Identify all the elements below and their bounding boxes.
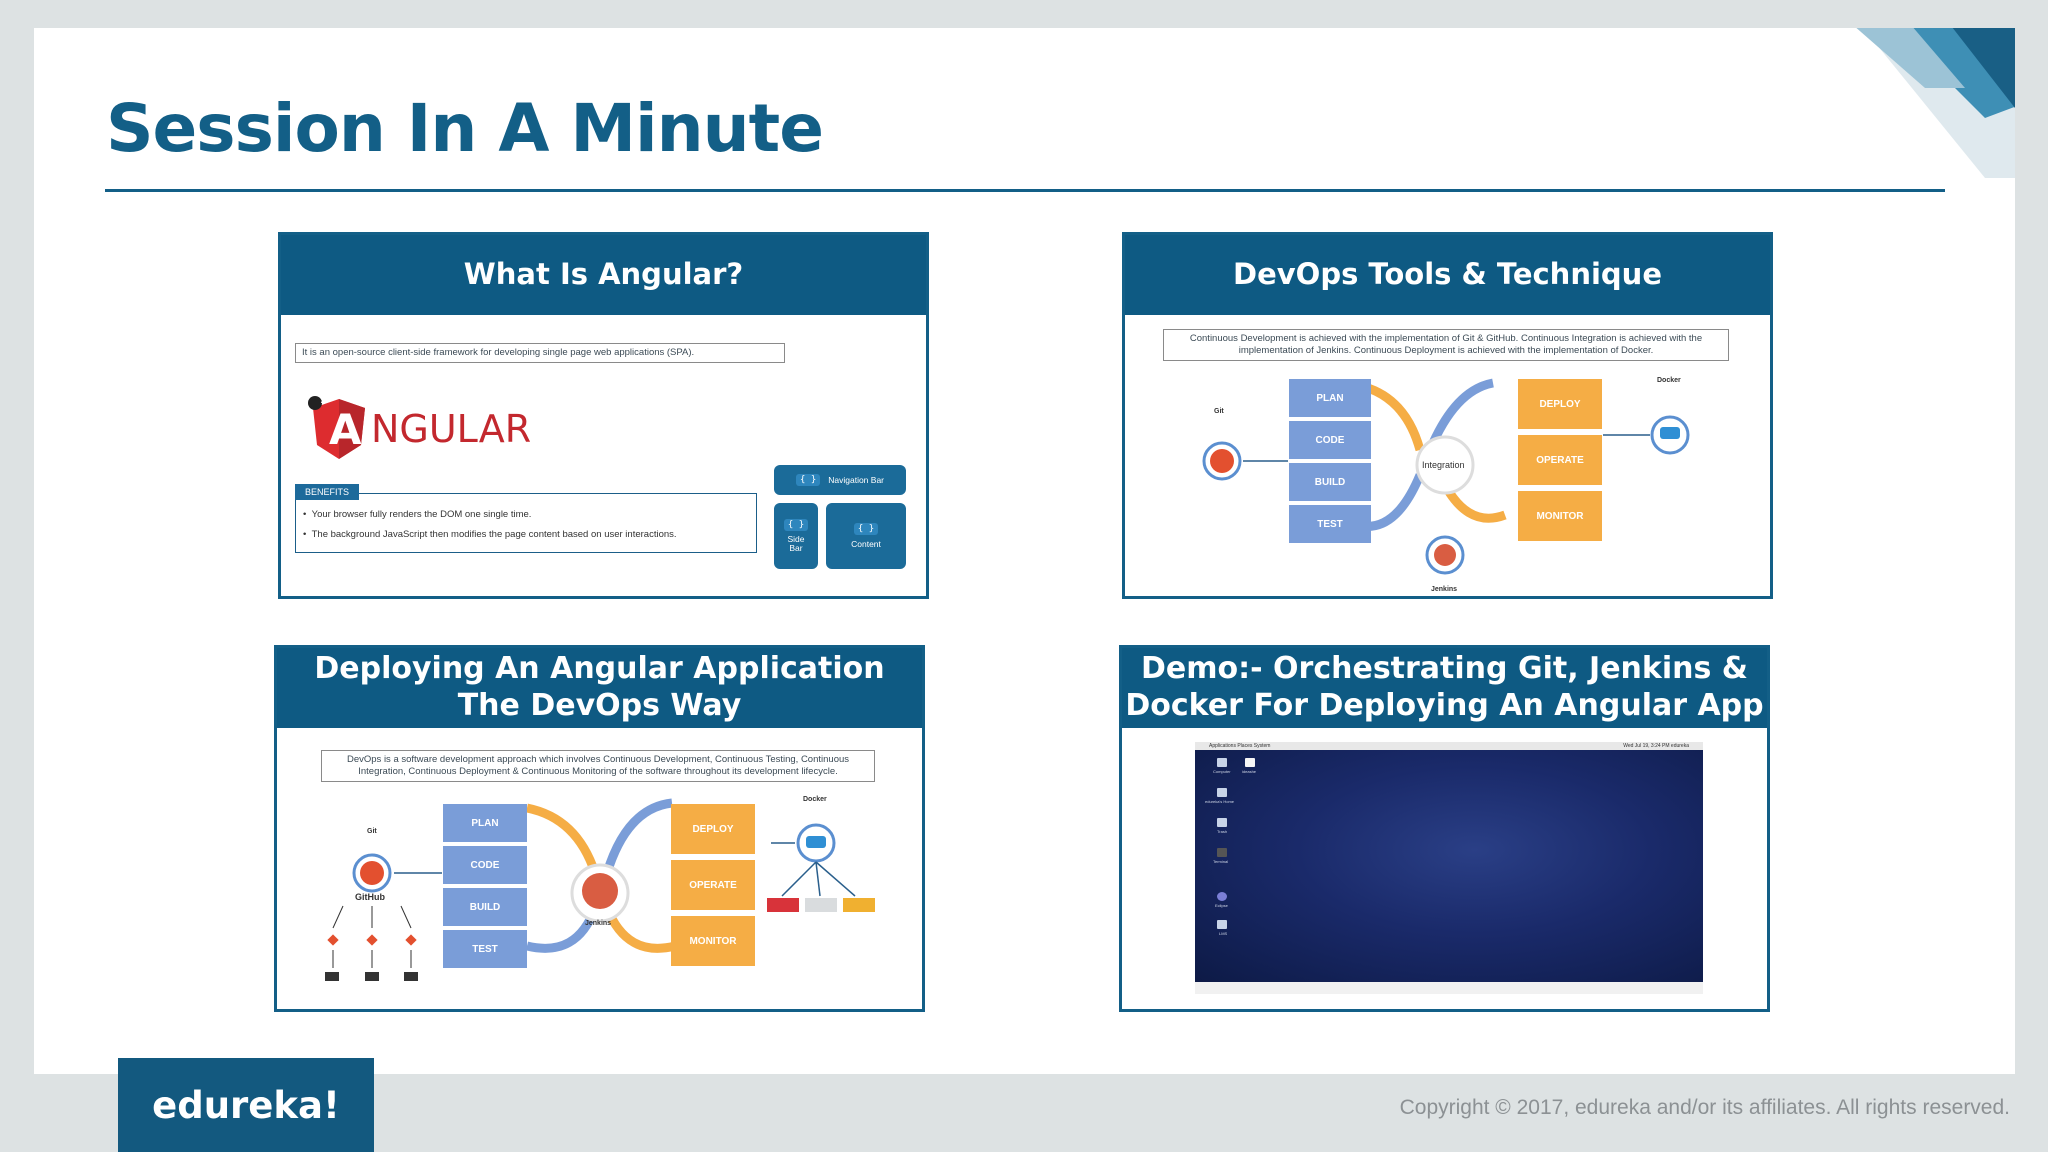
stage-deploy: DEPLOY [671,804,755,854]
benefit-item: • Your browser fully renders the DOM one… [303,509,532,520]
stage-plan: PLAN [443,804,527,842]
desktop-taskbar [1195,982,1703,994]
card-preview: Applications Places System Wed Jul 19, 3… [1122,728,1767,1009]
stage-monitor: MONITOR [671,916,755,966]
card-preview: DevOps is a software development approac… [277,728,922,1009]
stage-monitor: MONITOR [1518,491,1602,541]
file-icon [1245,758,1255,767]
angular-logo-text: NGULAR [371,407,532,451]
home-folder-icon [1217,788,1227,797]
stage-deploy: DEPLOY [1518,379,1602,429]
devops-desc: DevOps is a software development approac… [321,750,875,782]
angular-badge: 4 [321,399,325,406]
github-label: GitHub [355,892,385,902]
content-tile: { }Content [826,503,906,569]
stage-code: CODE [443,846,527,884]
git-label: Git [1214,408,1224,415]
copyright-notice: Copyright © 2017, edureka and/or its aff… [1399,1096,2010,1119]
devops-loop-diagram [325,798,875,981]
slide-title: Session In A Minute [106,90,824,167]
stage-build: BUILD [1289,463,1371,501]
benefit-item: • The background JavaScript then modifie… [303,529,677,540]
benefits-box [295,493,757,553]
jenkins-label: Jenkins [1431,586,1458,593]
desktop-top-bar: Applications Places System Wed Jul 19, 3… [1195,742,1703,750]
card-title: Demo:- Orchestrating Git, Jenkins &Docke… [1122,648,1767,728]
stage-build: BUILD [443,888,527,926]
corner-decoration [1856,28,2015,178]
angular-intro: It is an open-source client-side framewo… [295,343,785,363]
terminal-icon [1217,848,1227,857]
docker-label: Docker [803,796,827,803]
git-label: Git [367,828,377,835]
trash-icon [1217,818,1227,827]
jenkins-label: Jenkins [585,920,612,927]
docker-label: Docker [1657,377,1681,384]
desktop-screenshot: Applications Places System Wed Jul 19, 3… [1195,742,1703,994]
lms-icon [1217,920,1227,929]
benefits-label: BENEFITS [295,484,360,500]
angular-logo-icon [308,396,365,459]
card-devops-tools[interactable]: DevOps Tools & Technique Continuous Deve… [1122,232,1773,599]
edureka-logo: edureka! [118,1058,374,1152]
integration-label: Integration [1422,460,1465,470]
card-title: What Is Angular? [281,235,926,315]
card-title: DevOps Tools & Technique [1125,235,1770,315]
stage-test: TEST [1289,505,1371,543]
stage-operate: OPERATE [1518,435,1602,485]
stage-code: CODE [1289,421,1371,459]
card-what-is-angular[interactable]: What Is Angular? It is an open-source cl… [278,232,929,599]
slide: Session In A Minute What Is Angular? It … [34,28,2015,1074]
side-bar-tile: { }Side Bar [774,503,818,569]
title-divider [105,189,1945,192]
stage-plan: PLAN [1289,379,1371,417]
angular-logo-letter: A [329,405,362,454]
stage-operate: OPERATE [671,860,755,910]
devops-loop-diagram [1202,378,1690,575]
navigation-bar-tile: { }Navigation Bar [774,465,906,495]
card-preview: Continuous Development is achieved with … [1125,315,1770,596]
card-demo[interactable]: Demo:- Orchestrating Git, Jenkins &Docke… [1119,645,1770,1012]
card-preview: It is an open-source client-side framewo… [281,315,926,596]
computer-icon [1217,758,1227,767]
stage-test: TEST [443,930,527,968]
eclipse-icon [1217,892,1227,901]
devops-tools-desc: Continuous Development is achieved with … [1163,329,1729,361]
